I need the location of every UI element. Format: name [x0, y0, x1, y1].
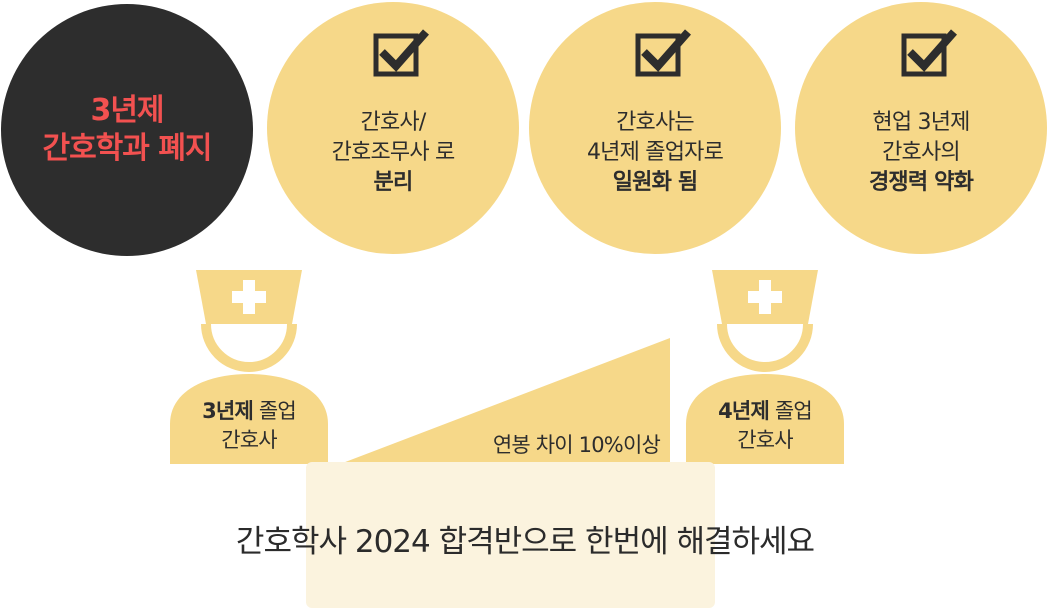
nurse-3year-bold: 3년제 [202, 399, 254, 423]
unification-line3: 일원화 됨 [612, 170, 698, 195]
nurse-4year-line2: 간호사 [737, 428, 793, 452]
salary-gap-wedge [340, 338, 670, 464]
banner-text: 간호학사 2024 합격반으로 한번에 해결하세요 [235, 524, 815, 560]
banner-box [306, 462, 715, 608]
nurse-4year-label: 4년제 졸업 간호사 [684, 397, 846, 455]
competitiveness-text: 현업 3년제 간호사의 경쟁력 약화 [795, 108, 1047, 198]
nurse-icon [170, 270, 328, 464]
nurse-3year-rest: 졸업 [252, 399, 297, 423]
competitiveness-circle: 현업 3년제 간호사의 경쟁력 약화 [795, 2, 1047, 254]
unification-text: 간호사는 4년제 졸업자로 일원화 됨 [529, 108, 781, 198]
unification-line1: 간호사는 [616, 110, 695, 135]
checkbox-check-icon [373, 29, 429, 77]
nurse-3year-line2: 간호사 [221, 428, 277, 452]
abolish-circle: 3년제 간호학과 폐지 [1, 4, 253, 256]
unification-line2: 4년제 졸업자로 [586, 140, 724, 165]
separation-line1: 간호사/ [360, 110, 427, 135]
unification-circle: 간호사는 4년제 졸업자로 일원화 됨 [529, 2, 781, 254]
nurse-icon [686, 270, 844, 464]
checkbox-check-icon [901, 29, 957, 77]
separation-circle: 간호사/ 간호조무사 로 분리 [267, 2, 519, 254]
abolish-title-line1: 3년제 [90, 93, 164, 128]
competitiveness-line1: 현업 3년제 [872, 110, 970, 135]
separation-line3: 분리 [373, 170, 414, 195]
separation-line2: 간호조무사 로 [331, 140, 456, 165]
competitiveness-line2: 간호사의 [882, 140, 961, 165]
salary-gap-label: 연봉 차이 10%이상 [492, 433, 661, 457]
competitiveness-line3: 경쟁력 약화 [868, 170, 974, 195]
nurse-4year-rest: 졸업 [768, 399, 813, 423]
nurse-3year-label: 3년제 졸업 간호사 [168, 397, 330, 455]
separation-text: 간호사/ 간호조무사 로 분리 [267, 108, 519, 198]
abolish-title-line2: 간호학과 폐지 [42, 131, 212, 166]
nurse-4year-bold: 4년제 [718, 399, 770, 423]
checkbox-check-icon [635, 29, 691, 77]
